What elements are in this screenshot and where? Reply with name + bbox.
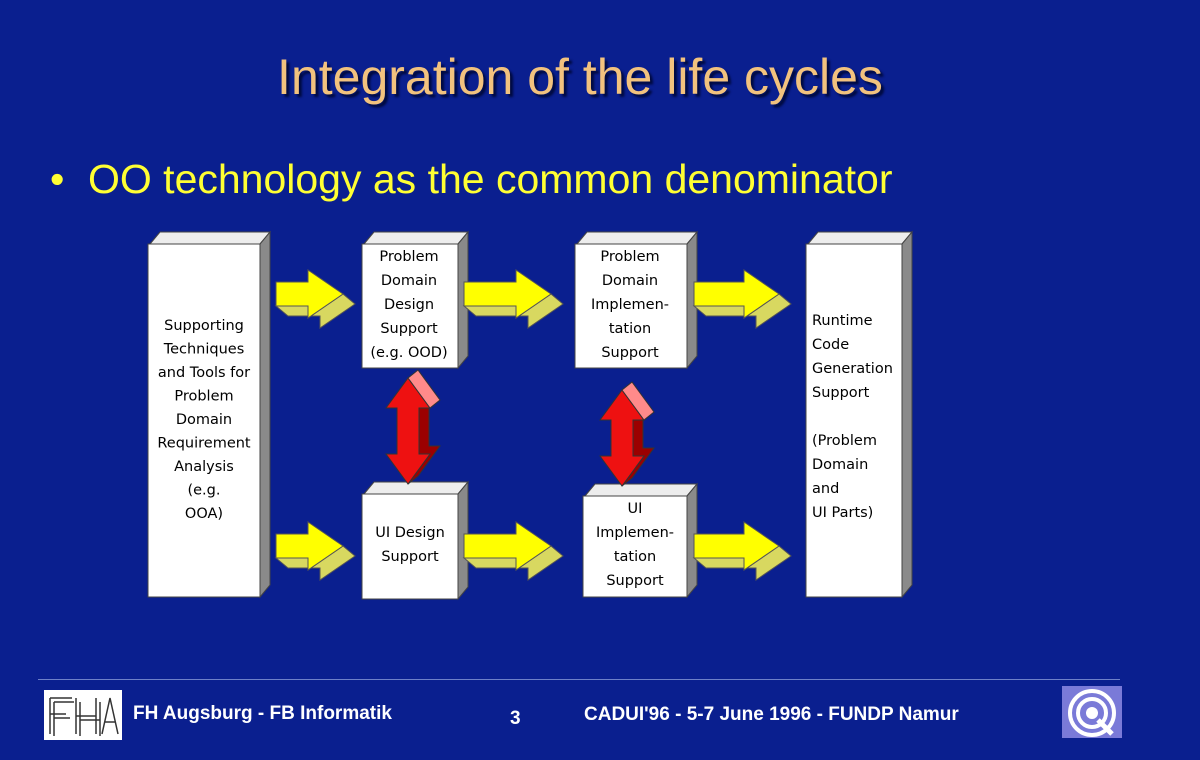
red-double-arrow [385,369,441,485]
box-text-line: and [812,481,839,497]
box-text-line: Support [606,573,664,589]
box-text-line: Support [601,345,659,361]
box-text-line: Domain [381,273,437,289]
box-text-line: (e.g. [187,483,220,499]
box-text-line: Domain [602,273,658,289]
yellow-arrow [462,521,564,581]
arrows-red [385,369,655,487]
box-text-line: Supporting [164,318,244,334]
box-text-line: Design [384,297,434,313]
box-text-line: tation [614,549,656,565]
bullet-dot: • [50,156,65,202]
box-text-line: Problem [379,249,438,265]
box-text-line: Domain [176,412,232,428]
bullet-text: OO technology as the common denominator [88,156,893,202]
yellow-arrow [462,269,564,329]
fundp-logo [1062,686,1122,738]
box-text-line: Problem [600,249,659,265]
box-text-line: Techniques [163,342,245,358]
bullet-point: • OO technology as the common denominator [50,156,893,203]
footer-institution: FH Augsburg - FB Informatik [133,703,392,724]
box-text-line: Implemen- [596,525,674,541]
yellow-arrow [274,269,356,329]
footer-conference: CADUI'96 - 5-7 June 1996 - FUNDP Namur [584,704,959,725]
box-text-line: Runtime [812,313,873,329]
box-text-line: Domain [812,457,868,473]
box-text-line: and Tools for [158,365,250,381]
box-text-line: OOA) [185,506,223,522]
yellow-arrow [274,521,356,581]
box-text-line: UI [628,501,643,517]
yellow-arrow [692,269,792,329]
box-text-line: tation [609,321,651,337]
yellow-arrow [692,521,792,581]
slide-title: Integration of the life cycles [277,49,883,105]
box-text-line: Generation [812,361,893,377]
box-text-line: (e.g. OOD) [370,345,447,361]
box-text-line: Code [812,337,849,353]
arrows-yellow [274,269,792,581]
box-text-line: Problem [174,389,233,405]
box-text-line: Implemen- [591,297,669,313]
box-text-line: UI Parts) [812,505,873,521]
red-double-arrow [599,381,655,487]
box-text-line: UI Design [375,525,445,541]
box-text-line: Requirement [157,436,251,452]
box-text-line: Support [380,321,438,337]
box-text-line: (Problem [812,433,877,449]
box-text-line: Support [812,385,870,401]
footer-divider [38,679,1120,680]
page-number: 3 [510,708,521,729]
box-text-line: Support [381,549,439,565]
fha-logo [44,690,122,740]
box-text-line: Analysis [174,459,234,475]
